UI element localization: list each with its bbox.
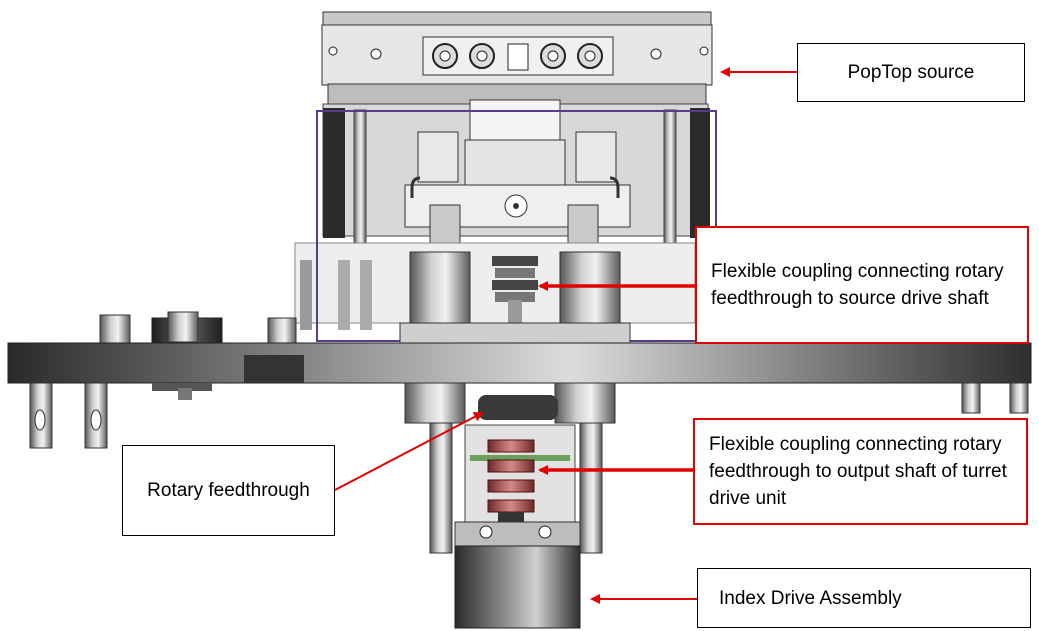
output-coupling-label: Flexible coupling connecting rotary feed… bbox=[693, 418, 1028, 525]
rotary-feedthrough-arrow bbox=[334, 412, 484, 491]
source-coupling-label: Flexible coupling connecting rotary feed… bbox=[695, 226, 1029, 344]
source-coupling-area bbox=[399, 251, 631, 344]
poptop-source-text: PopTop source bbox=[847, 62, 975, 83]
lower-assembly bbox=[404, 382, 616, 554]
mounting-plate bbox=[7, 311, 1032, 449]
rotary-feedthrough-label: Rotary feedthrough bbox=[122, 445, 335, 536]
index-drive-label: Index Drive Assembly bbox=[697, 568, 1031, 628]
index-drive-text: Index Drive Assembly bbox=[719, 587, 902, 609]
index-drive-motor bbox=[454, 521, 581, 629]
source-coupling-text: Flexible coupling connecting rotary feed… bbox=[711, 261, 1004, 309]
poptop-source-head bbox=[321, 11, 713, 105]
output-coupling-text: Flexible coupling connecting rotary feed… bbox=[709, 434, 1007, 509]
rotary-feedthrough-text: Rotary feedthrough bbox=[147, 480, 310, 501]
poptop-source-label: PopTop source bbox=[797, 43, 1025, 102]
source-body bbox=[294, 99, 717, 342]
